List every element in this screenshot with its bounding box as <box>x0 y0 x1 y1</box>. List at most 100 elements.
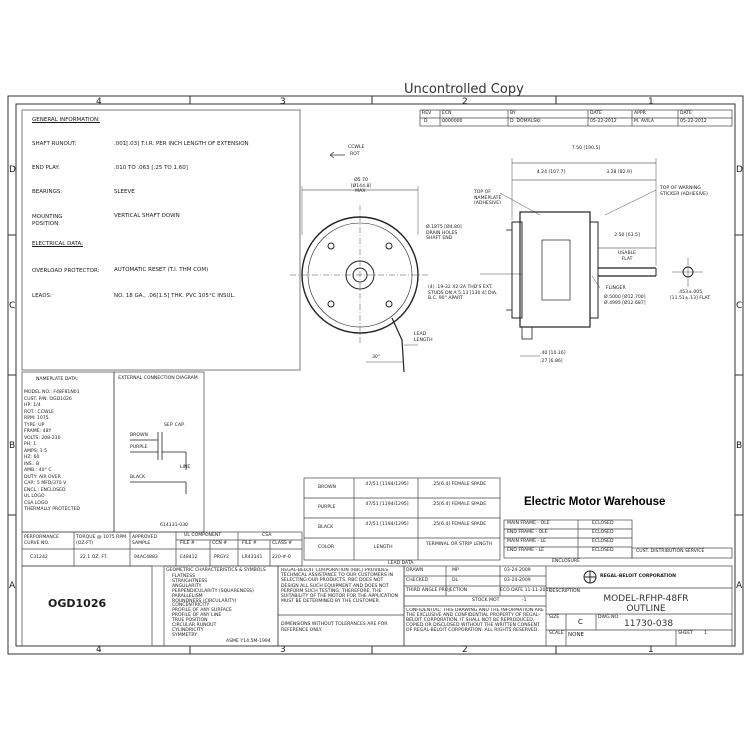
rotation-label: CCWLE <box>348 145 365 150</box>
connection-lines <box>130 432 187 494</box>
connection-ref: 614131-030 <box>160 523 188 528</box>
part-number-box <box>21 565 153 647</box>
lead-angle: 30° <box>372 355 381 360</box>
checked-date: 03-24-2009 <box>504 578 531 583</box>
rev-header-ecn: ECN <box>442 111 452 116</box>
overload-label: OVERLOAD PROTECTOR: <box>32 268 100 274</box>
rev-header-by: BY <box>510 111 516 116</box>
lead-length-black: 47/51 [1194/1295] <box>365 522 409 527</box>
geometric-item: PROFILE OF ANY SURFACE <box>172 608 232 614</box>
lead-length-purple: 47/51 [1194/1295] <box>365 502 409 507</box>
shaft-flat-dim: .453±.005 [11.51±.13] FLAT <box>669 290 711 301</box>
drawn-label: DRAWN <box>406 568 424 573</box>
motor-body <box>519 211 591 328</box>
nameplate-line: HZ: 60 <box>24 455 40 460</box>
bottom-dim-1: .40 [10.16] <box>540 351 566 356</box>
nameplate-line: ENCL.: ENCLOSED <box>24 487 66 493</box>
zone-right-a: A <box>736 581 743 591</box>
zone-top-2: 2 <box>462 97 468 107</box>
enclosure-caption: ENCLOSURE <box>552 559 580 564</box>
geometric-item: TRUE POSITION <box>172 618 208 624</box>
overall-length-dim: 7.50 [190.5] <box>571 146 601 151</box>
zone-top-4: 4 <box>96 97 102 107</box>
nameplate-line: RPM: 1075 <box>24 416 49 421</box>
rev-header-appr: APPR <box>634 111 646 116</box>
zone-top-1: 1 <box>648 97 654 107</box>
enclosure-value: ECLOSED <box>592 539 614 544</box>
checked-by: DL <box>452 578 459 583</box>
mounting-value: VERTICAL SHAFT DOWN <box>114 213 180 219</box>
zone-bottom-3: 3 <box>280 645 286 655</box>
rev-by-value: D. DOMALSKI <box>510 119 541 124</box>
zone-right-d: D <box>736 165 743 175</box>
perf-header-sample: APPROVED SAMPLE <box>132 535 157 546</box>
zone-bottom-2: 2 <box>462 645 468 655</box>
lead-term-brown: .25[6.4] FEMALE SPADE <box>431 482 487 487</box>
lead-data-table <box>303 477 501 561</box>
perf-torque-value: 22.1 OZ. FT. <box>80 555 108 560</box>
connection-diagram-box <box>113 371 205 533</box>
electrical-data-heading: ELECTRICAL DATA: <box>32 241 83 247</box>
geometric-item: SYMMETRY <box>172 632 198 638</box>
side-view <box>480 158 657 357</box>
zone-right-c: C <box>736 301 743 311</box>
lead-length-brown: 47/51 [1194/1295] <box>365 482 409 487</box>
lead-header-term: TERMINAL OR STRIP LENGTH <box>425 542 493 547</box>
eco-date: ECO DATE 11-11-2011 <box>500 588 552 593</box>
brand-text: Electric Motor Warehouse <box>524 496 666 508</box>
enclosure-label: MAIN FRAME - LE <box>507 539 547 544</box>
geometric-footer: ASME Y14.5M-1994 <box>226 639 271 644</box>
warning-sticker-note: TOP OF WARNING STICKER (ADHESIVE) <box>660 186 708 197</box>
scale-value: NONE <box>568 632 585 638</box>
nameplate-line: CUST. P/N: OGD1026 <box>24 396 72 402</box>
front-view <box>290 151 430 373</box>
shaft-end-view <box>672 258 703 287</box>
rev-date-value: 05-22-2012 <box>590 119 617 124</box>
rev-date2-value: 05-22-2012 <box>680 119 707 124</box>
dimension-note: DIMENSIONS WITHOUT TOLERANCES ARE FOR RE… <box>281 622 388 633</box>
confidential-note: CONFIDENTIAL: THIS DRAWING AND THE INFOR… <box>406 608 544 633</box>
zone-top-3: 3 <box>280 97 286 107</box>
rev-ecn-value: 0000000 <box>442 119 463 124</box>
shaft-drain-note: Ø.1875 [Ø4.80] DRAIN HOLES SHAFT END <box>426 225 462 241</box>
nameplate-line: VOLTS: 208-230 <box>24 435 61 441</box>
drawing-description: MODEL-RFHP-48FR OUTLINE <box>603 594 689 614</box>
uncontrolled-copy-watermark: Uncontrolled Copy <box>404 82 524 97</box>
company-logo <box>583 570 597 584</box>
lead-term-black: .25[6.4] FEMALE SPADE <box>431 522 487 527</box>
lead-length-note: LEAD LENGTH <box>414 332 433 343</box>
bearings-label: BEARINGS: <box>32 189 63 195</box>
drawing-number: 11730-038 <box>624 619 674 629</box>
rev-value: D <box>424 119 428 124</box>
enclosure-value: ECLOSED <box>592 530 614 535</box>
nameplate-line: PH: 1 <box>24 442 37 447</box>
shaft-diameter-dim: Ø.5000 [Ø12.700] Ø.4995 [Ø12.687] <box>604 295 646 306</box>
zone-left-d: D <box>9 165 16 175</box>
enclosure-value: ECLOSED <box>592 548 614 553</box>
geometric-item: ANGULARITY <box>172 583 202 589</box>
stud-note: (4) .19-32 X2-2A THD'S EXT. STUDS ON A 5… <box>428 285 498 301</box>
geometric-list: FLATNESS STRAIGHTNESS ANGULARITY PERPEND… <box>172 574 276 639</box>
zone-bottom-1: 1 <box>648 645 654 655</box>
drawn-date: 03-24-2009 <box>504 568 531 573</box>
front-diameter-dim: Ø5.70 [Ø144.8] MAX. <box>350 178 372 194</box>
sep-cap-label: SEP. CAP. <box>164 423 185 428</box>
zone-left-c: C <box>9 301 16 311</box>
nameplate-line: CAP.: 5 MFD/370 V <box>24 481 67 486</box>
shaft-runout-label: SHAFT RUNOUT: <box>32 141 77 147</box>
rotation-sub: ROT <box>350 152 360 157</box>
rev-header-date2: DATE <box>680 111 692 116</box>
sheet-label: SHEET <box>678 631 693 636</box>
overload-value: AUTOMATIC RESET (T.I. THM COM) <box>114 267 209 273</box>
geometric-heading: GEOMETRIC CHARACTERISTICS & SYMBOLS <box>166 568 266 573</box>
mounting-label: MOUNTING POSITION: <box>32 214 63 227</box>
nameplate-line: AMB.: 40° C <box>24 468 52 473</box>
lead-data-caption: LEAD DATA <box>388 561 414 566</box>
csa-class-header: CLASS # <box>272 541 293 546</box>
rev-appr-value: M. AVILA <box>634 119 655 124</box>
zone-left-a: A <box>9 581 16 591</box>
csa-class-value: 220-#-0 <box>272 555 291 560</box>
nameplate-line: FRAME: 48Y <box>24 429 52 434</box>
ul-ccn-value: PRGY2 <box>214 555 230 560</box>
